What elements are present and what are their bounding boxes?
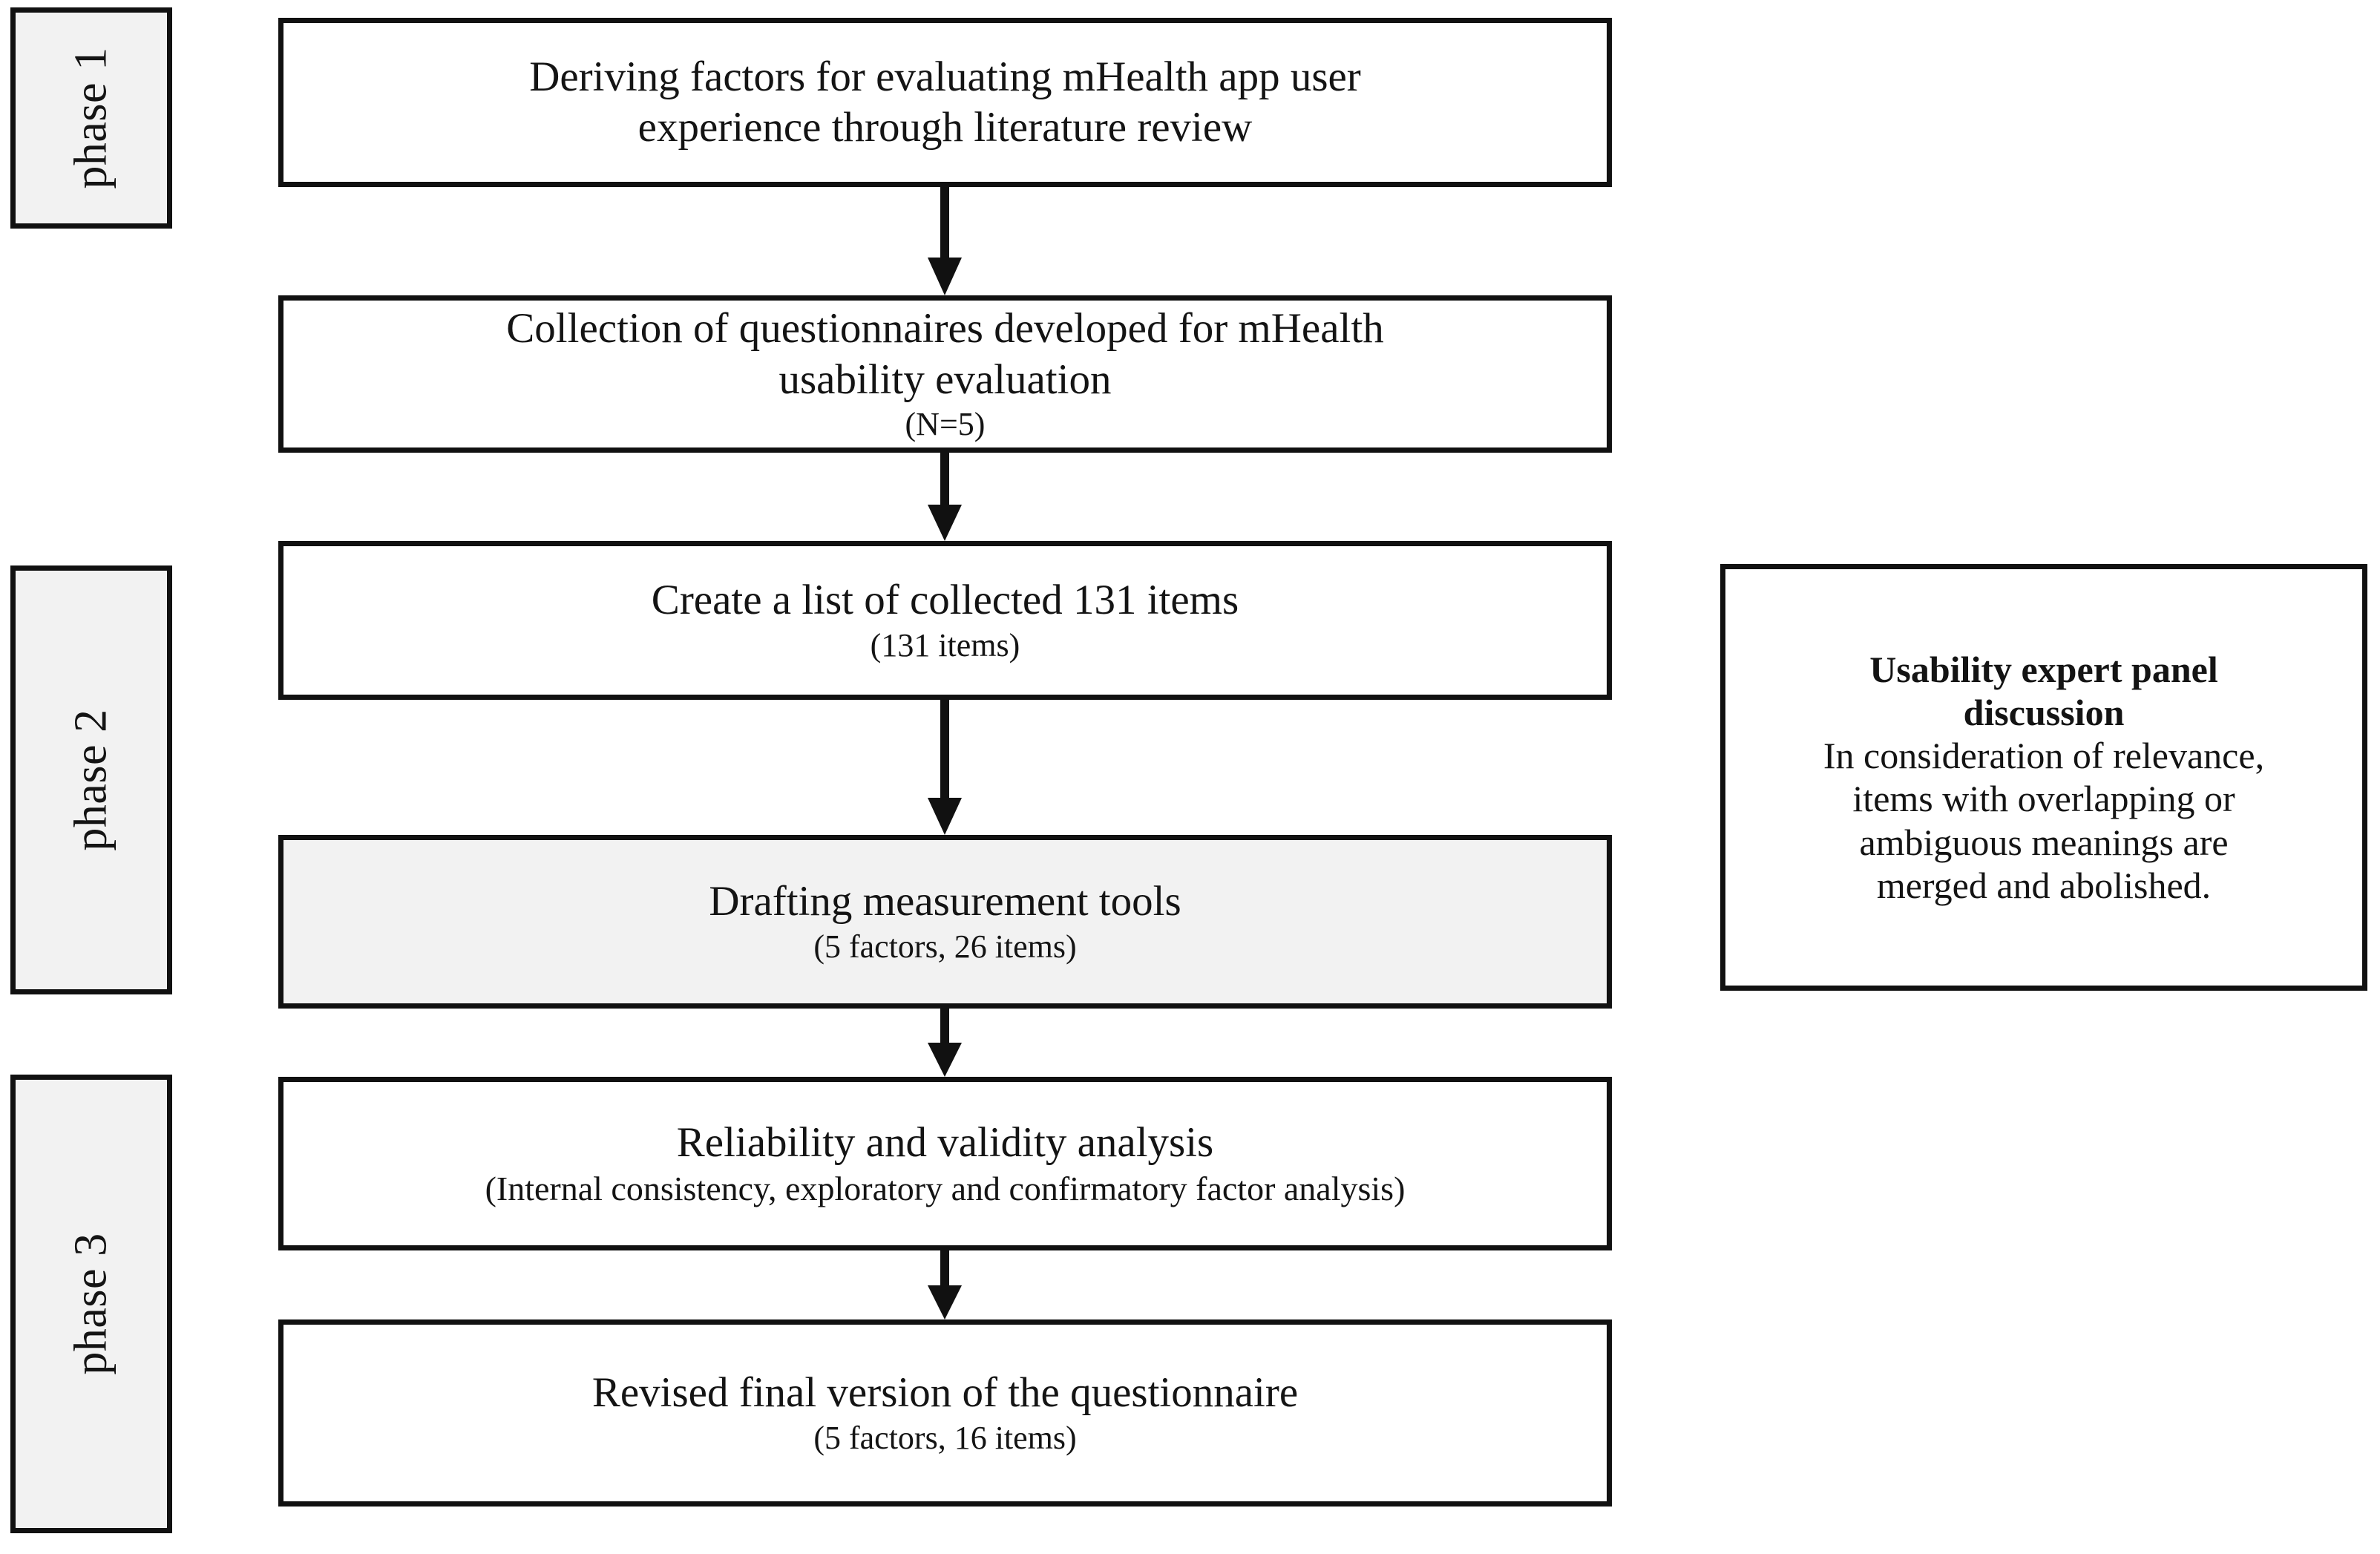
side-panel-body-line-4: merged and abolished. <box>1876 865 2212 906</box>
flow-step-2-line-1: Collection of questionnaires developed f… <box>506 305 1384 353</box>
usability-expert-panel-note: Usability expert panel discussion In con… <box>1720 564 2367 991</box>
flow-step-5-line-2: (Internal consistency, exploratory and c… <box>485 1170 1406 1208</box>
flow-step-2: Collection of questionnaires developed f… <box>278 295 1612 453</box>
phase-label-1: phase 1 <box>65 47 117 189</box>
flow-step-1: Deriving factors for evaluating mHealth … <box>278 18 1612 187</box>
phase-box-1: phase 1 <box>10 7 172 229</box>
arrow-step-4-to-step-5 <box>922 1009 967 1077</box>
flow-step-2-line-2-main: usability evaluation <box>778 355 1112 403</box>
flow-step-5-line-1: Reliability and validity analysis <box>676 1118 1214 1166</box>
phase-box-2: phase 2 <box>10 565 172 994</box>
phase-box-3: phase 3 <box>10 1075 172 1533</box>
flow-step-4: Drafting measurement tools (5 factors, 2… <box>278 835 1612 1009</box>
flow-step-6-line-1: Revised final version of the questionnai… <box>591 1368 1299 1416</box>
phase-label-2: phase 2 <box>65 709 117 851</box>
arrow-step-1-to-step-2 <box>922 187 967 295</box>
arrow-step-2-to-step-3 <box>922 453 967 541</box>
side-panel-body-line-2: items with overlapping or <box>1852 778 2235 819</box>
arrow-step-5-to-step-6 <box>922 1250 967 1319</box>
phase-label-3: phase 3 <box>65 1233 117 1375</box>
side-panel-body-line-1: In consideration of relevance, <box>1823 734 2265 776</box>
flow-step-6-line-2: (5 factors, 16 items) <box>813 1420 1077 1457</box>
side-panel-body-line-3: ambiguous meanings are <box>1859 821 2229 863</box>
flow-step-4-line-1: Drafting measurement tools <box>709 877 1181 925</box>
flow-step-1-line-2: experience through literature review <box>637 104 1253 151</box>
flow-step-4-line-2: (5 factors, 26 items) <box>813 928 1077 965</box>
flow-step-3-line-2: (131 items) <box>870 627 1020 664</box>
side-panel-title-line-1: Usability expert panel <box>1869 648 2218 690</box>
side-panel-title-line-2: discussion <box>1963 691 2125 733</box>
flow-step-3: Create a list of collected 131 items (13… <box>278 541 1612 700</box>
arrow-step-3-to-step-4 <box>922 700 967 835</box>
flow-step-2-line-2: usability evaluation (N=5) <box>779 355 1112 445</box>
flow-step-1-line-1: Deriving factors for evaluating mHealth … <box>529 53 1361 100</box>
flow-step-2-line-2-sub: (N=5) <box>905 405 986 442</box>
flow-step-5: Reliability and validity analysis (Inter… <box>278 1077 1612 1250</box>
flow-step-6: Revised final version of the questionnai… <box>278 1319 1612 1507</box>
flow-step-3-line-1: Create a list of collected 131 items <box>651 576 1239 623</box>
